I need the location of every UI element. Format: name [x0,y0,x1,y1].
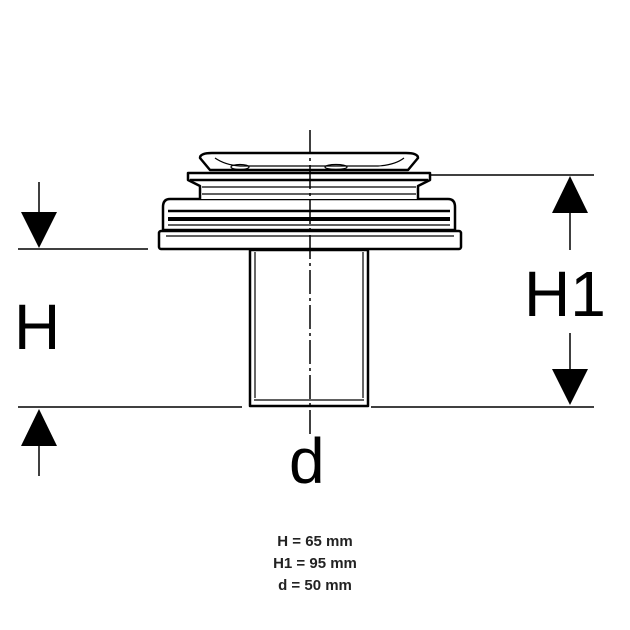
top-cap-detail-right [324,163,348,171]
arrow-down-icon [21,212,57,248]
label-h1: H1 [524,258,606,330]
specifications-block: H = 65 mm H1 = 95 mm d = 50 mm [0,531,630,597]
extension-lines [18,174,594,408]
body-ring [161,197,457,232]
arrow-up-icon [552,176,588,213]
arrow-down-icon [552,369,588,405]
label-h: H [14,291,60,363]
outlet-pipe [248,248,370,408]
dimension-h1 [552,176,588,405]
arrow-up-icon [21,409,57,446]
top-cap-detail-left [230,163,250,171]
dimension-h [21,182,57,476]
upper-collar [186,171,432,199]
label-d: d [289,425,325,497]
top-cap [198,151,420,172]
spec-line-h1: H1 = 95 mm [273,555,357,572]
top-cap-inner [214,157,405,167]
spec-line-h: H = 65 mm [277,533,353,550]
spec-line-d: d = 50 mm [278,577,352,594]
